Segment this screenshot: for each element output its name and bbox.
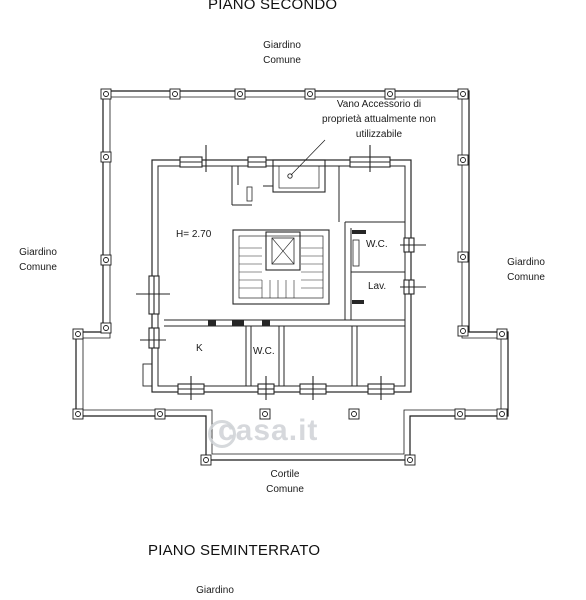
label-garden-top: Giardino Comune <box>263 40 301 66</box>
post-marker <box>100 322 112 334</box>
label-garden-bottom: Giardino <box>196 585 234 596</box>
elevator-shaft <box>265 231 301 271</box>
post-marker <box>100 254 112 266</box>
post-marker <box>154 408 166 420</box>
post-marker <box>457 88 469 100</box>
post-marker <box>72 328 84 340</box>
post-marker <box>200 454 212 466</box>
post-marker <box>169 88 181 100</box>
post-marker <box>384 88 396 100</box>
post-marker <box>404 454 416 466</box>
window <box>299 376 327 400</box>
window <box>400 279 426 295</box>
windows <box>136 145 426 400</box>
label-wc-bottom: W.C. <box>253 346 275 357</box>
post-marker <box>457 251 469 263</box>
accessory-room <box>272 159 326 193</box>
post-marker <box>496 328 508 340</box>
post-marker <box>454 408 466 420</box>
post-marker <box>457 325 469 337</box>
stair-core <box>232 229 330 305</box>
post-marker <box>100 151 112 163</box>
window <box>247 156 267 168</box>
boundary-posts <box>72 88 508 466</box>
site-boundary-inner <box>82 96 502 455</box>
window <box>136 275 170 315</box>
floor-title-lower: PIANO SEMINTERRATO <box>148 542 321 559</box>
window <box>257 376 275 400</box>
label-laundry: Lav. <box>368 281 387 292</box>
label-kitchen: K <box>196 343 203 354</box>
post-marker <box>348 408 360 420</box>
stair-treads <box>239 247 323 298</box>
window <box>179 145 207 172</box>
label-garden-right: Giardino Comune <box>507 257 545 283</box>
post-marker <box>72 408 84 420</box>
window <box>177 376 205 400</box>
post-marker <box>457 154 469 166</box>
label-annex-note: Vano Accessorio di proprietà attualmente… <box>322 99 436 140</box>
annex-leader-line <box>290 139 326 176</box>
post-marker <box>234 88 246 100</box>
building-outer-wall <box>151 159 412 393</box>
post-marker <box>259 408 271 420</box>
post-marker <box>100 88 112 100</box>
label-wc-right: W.C. <box>366 239 388 250</box>
interior-walls <box>164 166 405 386</box>
watermark-text: casa.it <box>218 414 319 447</box>
label-garden-left: Giardino Comune <box>19 247 57 273</box>
label-courtyard: Cortile Comune <box>266 469 304 495</box>
site-boundary <box>75 90 509 461</box>
window <box>140 327 166 349</box>
exterior-box <box>142 363 153 387</box>
floor-title-upper: PIANO SECONDO <box>208 0 338 13</box>
window <box>349 145 391 172</box>
watermark-icon <box>208 420 236 448</box>
label-ceiling-height: H= 2.70 <box>176 229 212 240</box>
post-marker <box>304 88 316 100</box>
window <box>400 237 426 253</box>
window <box>367 376 395 400</box>
post-marker <box>496 408 508 420</box>
